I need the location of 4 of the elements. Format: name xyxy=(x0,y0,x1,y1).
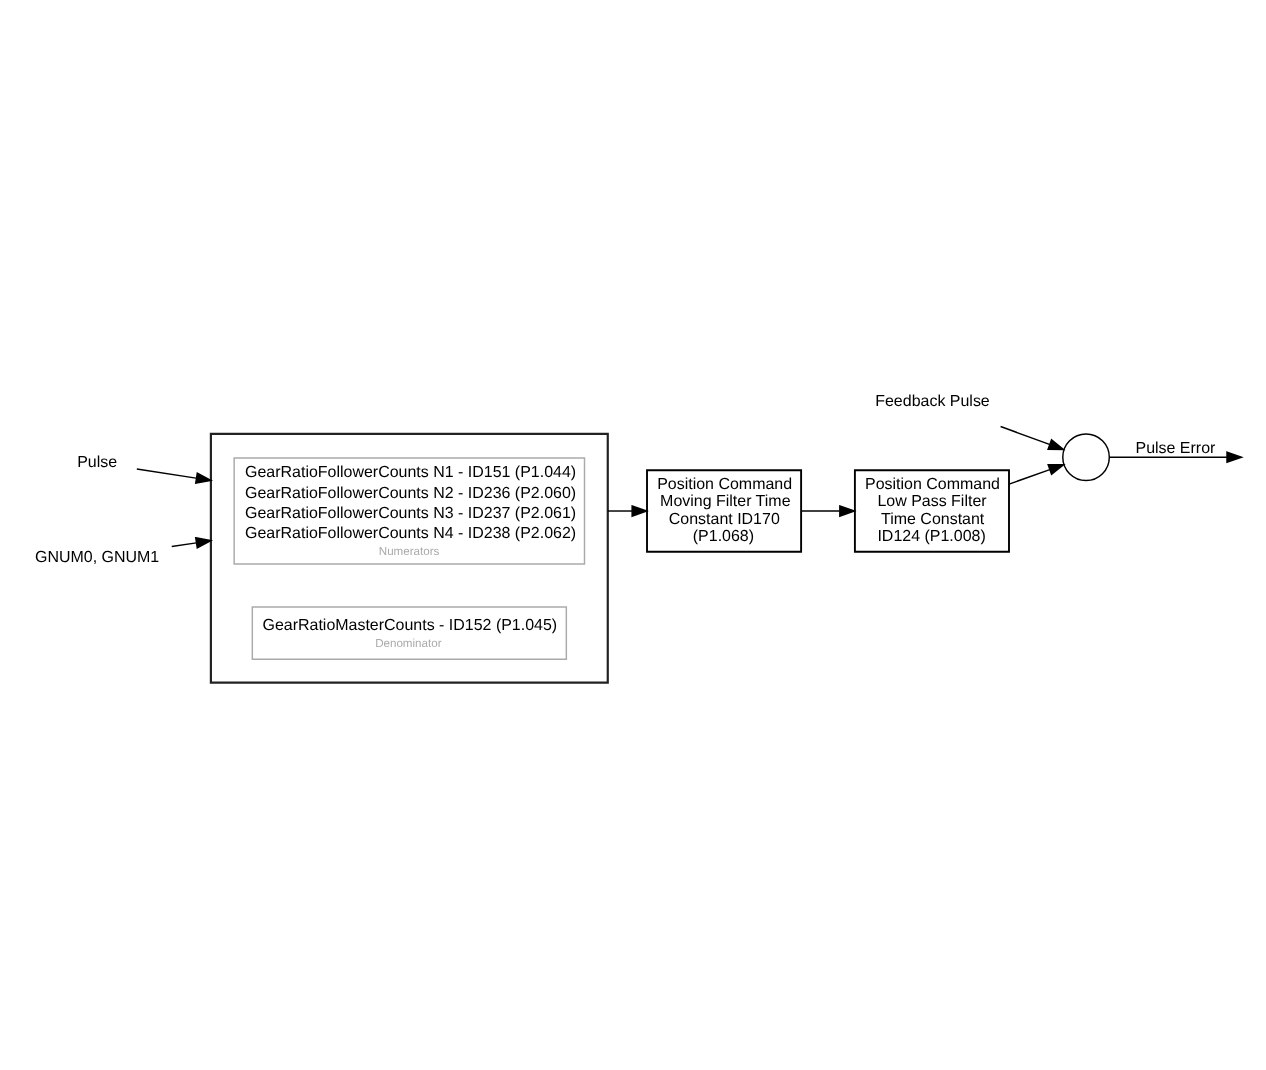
node-text: GNUM0, GNUM1 xyxy=(34,547,160,566)
node-text: Pulse xyxy=(77,453,118,472)
node-text: Feedback Pulse xyxy=(875,392,990,411)
edge-label: Pulse Error xyxy=(1135,438,1216,457)
